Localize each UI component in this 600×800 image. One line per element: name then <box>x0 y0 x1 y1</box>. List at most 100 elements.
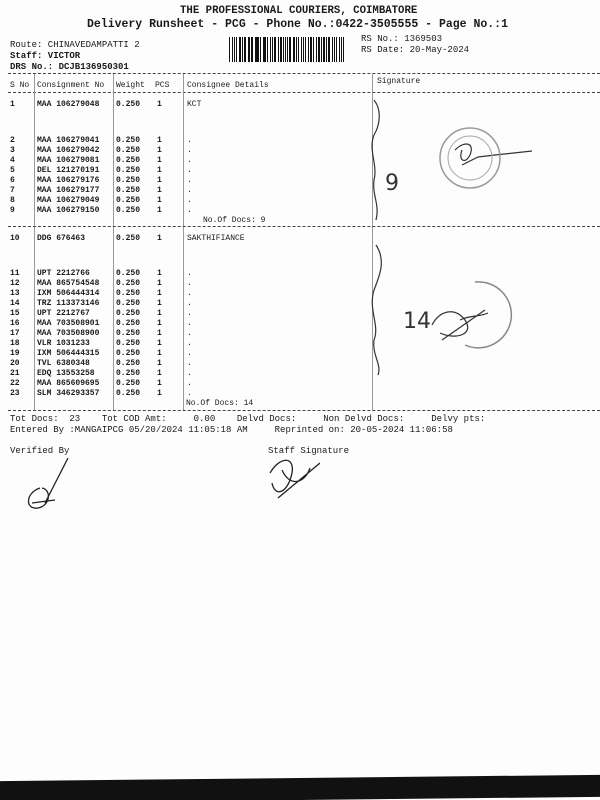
weight: 0.250 <box>116 206 141 215</box>
consignment-number: DEL 121270191 <box>37 166 100 175</box>
pieces: 1 <box>157 234 162 243</box>
column-line <box>34 74 35 410</box>
barcode-bar <box>292 37 295 62</box>
weight: 0.250 <box>116 349 141 358</box>
pieces: 1 <box>157 146 162 155</box>
barcode-bar <box>340 37 342 62</box>
col-consignee: Consignee Details <box>187 81 269 90</box>
barcode-bar <box>325 37 327 62</box>
barcode-bar <box>327 37 330 62</box>
entered-by: Entered By :MANGAIPCG 05/20/2024 11:05:1… <box>10 425 453 435</box>
barcode-bar <box>288 37 291 62</box>
weight: 0.250 <box>116 100 141 109</box>
barcode-bar <box>295 37 297 62</box>
divider <box>8 410 600 411</box>
stamp-kumaraguru <box>439 127 501 189</box>
stamp-signature <box>431 309 489 341</box>
serial-number: 10 <box>10 234 20 243</box>
weight: 0.250 <box>116 146 141 155</box>
weight: 0.250 <box>116 156 141 165</box>
barcode-bar <box>229 37 230 62</box>
table-row: 22 MAA 865609695 0.250 1. <box>0 379 372 389</box>
pieces: 1 <box>157 389 162 398</box>
col-pcs: PCS <box>155 81 170 90</box>
serial-number: 21 <box>10 369 20 378</box>
consignment-number: MAA 865609695 <box>37 379 100 388</box>
divider <box>8 73 600 74</box>
weight: 0.250 <box>116 329 141 338</box>
weight: 0.250 <box>116 289 141 298</box>
serial-number: 19 <box>10 349 20 358</box>
weight: 0.250 <box>116 369 141 378</box>
barcode-bar <box>259 37 261 62</box>
serial-number: 20 <box>10 359 20 368</box>
barcode-bar <box>280 37 282 62</box>
route: Route: CHINAVEDAMPATTI 2 <box>10 40 140 50</box>
consignee-detail: . <box>187 279 192 288</box>
pieces: 1 <box>157 359 162 368</box>
barcode-bar <box>339 37 340 62</box>
barcode-bar <box>285 37 287 62</box>
consignee-detail: . <box>187 379 192 388</box>
serial-number: 7 <box>10 186 15 195</box>
barcode-bar <box>302 37 304 62</box>
pieces: 1 <box>157 100 162 109</box>
serial-number: 3 <box>10 146 15 155</box>
consignment-number: TRZ 113373146 <box>37 299 100 308</box>
barcode-bar <box>287 37 288 62</box>
serial-number: 17 <box>10 329 20 338</box>
serial-number: 22 <box>10 379 20 388</box>
weight: 0.250 <box>116 379 141 388</box>
pieces: 1 <box>157 379 162 388</box>
serial-number: 18 <box>10 339 20 348</box>
barcode-bar <box>234 37 236 62</box>
consignee-detail: . <box>187 289 192 298</box>
serial-number: 16 <box>10 319 20 328</box>
pieces: 1 <box>157 329 162 338</box>
scan-edge <box>0 774 600 800</box>
pieces: 1 <box>157 166 162 175</box>
consignment-number: MAA 106279177 <box>37 186 100 195</box>
barcode-bar <box>313 37 315 62</box>
barcode-bar <box>238 37 242 62</box>
col-weight: Weight <box>116 81 145 90</box>
barcode-bar <box>282 37 284 62</box>
barcode-bar <box>331 37 333 62</box>
consignee-detail: . <box>187 309 192 318</box>
barcode-bar <box>262 37 264 62</box>
stamp-sakthi-finance <box>464 281 513 349</box>
consignee-detail: . <box>187 186 192 195</box>
barcode-bar <box>249 37 251 62</box>
consignee-detail: . <box>187 206 192 215</box>
consignee-detail: . <box>187 299 192 308</box>
serial-number: 13 <box>10 289 20 298</box>
pieces: 1 <box>157 196 162 205</box>
pieces: 1 <box>157 269 162 278</box>
serial-number: 11 <box>10 269 20 278</box>
consignee-detail: . <box>187 146 192 155</box>
serial-number: 4 <box>10 156 15 165</box>
consignment-number: UPT 2212766 <box>37 269 90 278</box>
handwritten-count: 9 <box>385 171 399 196</box>
consignee-detail: . <box>187 389 192 398</box>
drs-number: DRS No.: DCJB136950301 <box>10 62 129 72</box>
barcode-bar <box>335 37 338 62</box>
barcode-bar <box>304 37 307 62</box>
consignee-detail: . <box>187 329 192 338</box>
weight: 0.250 <box>116 309 141 318</box>
weight: 0.250 <box>116 269 141 278</box>
barcode-bar <box>317 37 320 62</box>
consignee-detail: . <box>187 136 192 145</box>
barcode-bar <box>342 37 345 62</box>
